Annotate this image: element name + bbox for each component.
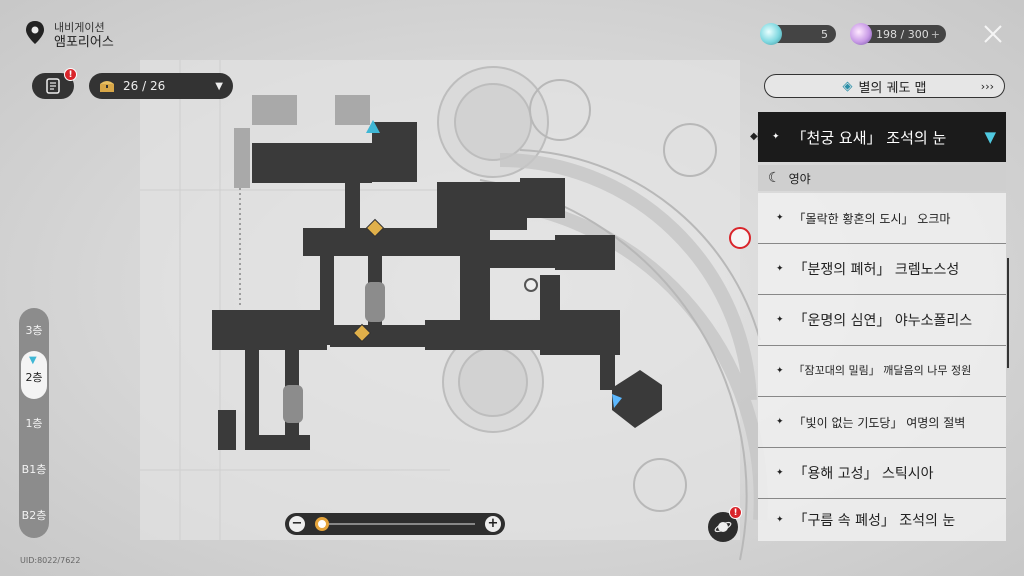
bullet-icon: ✦ <box>776 264 784 274</box>
navigation-header: 내비게이션 앰포리어스 <box>24 20 114 50</box>
zoom-control: − + <box>285 513 505 535</box>
uid-label: UID:8022/7622 <box>20 556 81 565</box>
bullet-icon: ✦ <box>776 315 784 325</box>
floor-selector: 3층 ▼ 2층 1층 B1층 B2층 <box>19 308 49 538</box>
bullet-icon: ✦ <box>776 417 784 427</box>
bullet-icon: ✦ <box>772 132 780 142</box>
floor-label: 2층 <box>25 371 43 384</box>
zoom-out-button[interactable]: − <box>289 516 305 532</box>
alert-badge: ! <box>64 68 77 81</box>
selected-location-label: 「천궁 요새」 조석의 눈 <box>791 128 947 147</box>
bullet-icon: ✦ <box>776 213 784 223</box>
zoom-track[interactable] <box>315 523 475 525</box>
diamond-icon: ◈ <box>842 78 853 94</box>
location-label: 「운명의 심연」 야누소폴리스 <box>793 313 973 329</box>
floor-button-b1[interactable]: B1층 <box>21 463 47 476</box>
floor-button-1f[interactable]: 1층 <box>25 417 43 430</box>
alert-badge: ! <box>729 506 742 519</box>
floor-button-3f[interactable]: 3층 <box>25 324 43 337</box>
resource-1-value: 5 <box>821 27 828 41</box>
list-item[interactable]: ✦ 「구름 속 폐성」 조석의 눈 <box>758 499 1006 541</box>
location-title: 앰포리어스 <box>54 35 114 50</box>
list-item[interactable]: ✦ 「몰락한 황혼의 도시」 오크마 <box>758 193 1006 244</box>
list-item[interactable]: ✦ 「용해 고성」 스틱시아 <box>758 448 1006 499</box>
reserve-power-icon <box>850 23 872 45</box>
floor-button-2f[interactable]: ▼ 2층 <box>21 351 47 399</box>
selected-location-item[interactable]: ✦ 「천궁 요새」 조석의 눈 ▼ <box>758 112 1006 162</box>
location-label: 「몰락한 황혼의 도시」 오크마 <box>793 211 951 226</box>
location-label: 「잠꼬대의 밀림」 깨달음의 나무 정원 <box>793 364 972 377</box>
quest-list-button[interactable]: ! <box>32 68 77 99</box>
floor-button-b2[interactable]: B2층 <box>21 509 47 522</box>
planet-icon <box>714 521 732 533</box>
chevron-down-icon: ▼ <box>215 80 223 92</box>
list-item[interactable]: ✦ 「분쟁의 폐허」 크렘노스성 <box>758 244 1006 295</box>
selection-marker-icon: ◆▶ <box>750 131 765 142</box>
bullet-icon: ✦ <box>776 366 784 376</box>
planet-view-button[interactable]: ! <box>708 506 742 542</box>
bullet-icon: ✦ <box>776 515 784 525</box>
zoom-slider-handle[interactable] <box>315 517 329 531</box>
chevron-right-icon: ››› <box>980 79 994 93</box>
add-resource-icon[interactable]: + <box>930 27 940 41</box>
location-pin-icon <box>26 21 44 44</box>
close-icon[interactable] <box>982 23 1004 45</box>
resource-orb-icon <box>760 23 782 45</box>
location-label: 「구름 속 폐성」 조석의 눈 <box>793 513 956 529</box>
location-list: ✦ 「몰락한 황혼의 도시」 오크마 ✦ 「분쟁의 폐허」 크렘노스성 ✦ 「운… <box>758 193 1006 541</box>
location-label: 「용해 고성」 스틱시아 <box>793 466 934 482</box>
current-position-icon: ▼ <box>984 128 996 146</box>
location-list-scrollbar[interactable] <box>1007 258 1009 368</box>
location-label: 「분쟁의 폐허」 크렘노스성 <box>793 262 960 278</box>
zoom-in-button[interactable]: + <box>485 516 501 532</box>
star-rail-map-button[interactable]: ◈ 별의 궤도 맵 ››› <box>764 74 1005 98</box>
resource-1-counter: 5 <box>760 23 836 45</box>
list-item[interactable]: ✦ 「잠꼬대의 밀림」 깨달음의 나무 정원 <box>758 346 1006 397</box>
list-item[interactable]: ✦ 「운명의 심연」 야누소폴리스 <box>758 295 1006 346</box>
chest-count: 26 / 26 <box>123 79 166 93</box>
resource-2-value: 198 / 300 <box>876 27 929 41</box>
list-item[interactable]: ✦ 「빛이 없는 기도당」 여명의 절벽 <box>758 397 1006 448</box>
bullet-icon: ✦ <box>776 468 784 478</box>
nav-subtitle: 내비게이션 <box>54 21 105 34</box>
treasure-chest-icon <box>100 80 114 92</box>
crescent-moon-icon: ☾ <box>768 170 781 186</box>
quest-list-icon <box>46 78 60 94</box>
treasure-counter-dropdown[interactable]: 26 / 26 ▼ <box>89 73 233 99</box>
resource-2-counter[interactable]: 198 / 300 + <box>850 23 946 45</box>
region-group-label: 영야 <box>788 171 811 186</box>
location-label: 「빛이 없는 기도당」 여명의 절벽 <box>793 415 966 430</box>
region-group-header[interactable]: ☾ 영야 <box>758 165 1006 191</box>
star-rail-map-label: 별의 궤도 맵 <box>858 80 927 96</box>
current-floor-icon: ▼ <box>29 355 37 366</box>
